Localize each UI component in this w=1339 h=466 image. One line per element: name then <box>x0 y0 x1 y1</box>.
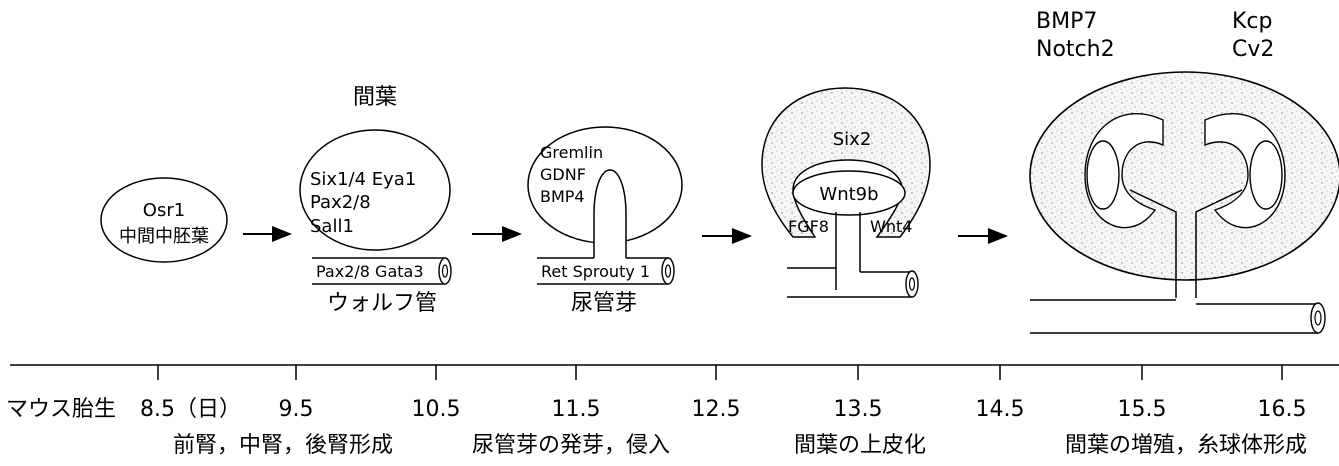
wolffian-duct-label: ウォルフ管 <box>327 291 437 316</box>
tick-label-9-5: 9.5 <box>279 397 314 422</box>
cv2-label: Cv2 <box>1232 37 1274 62</box>
bmp7-label: BMP7 <box>1036 9 1097 34</box>
gdnf-label: GDNF <box>540 165 586 184</box>
gremlin-label: Gremlin <box>540 143 603 162</box>
ureteric-bud-shape <box>593 169 627 258</box>
stage-wolffian-duct: 間葉 Six1/4 Eya1 Pax2/8 Sall1 Pax2/8 Gata3… <box>299 85 452 316</box>
ret-sprouty-genes: Ret Sprouty 1 <box>541 262 650 281</box>
wolffian-duct-tube <box>312 257 452 285</box>
tick-label-13-5: 13.5 <box>834 397 883 422</box>
phase-label-nephros-formation: 前腎，中腎，後腎形成 <box>173 433 393 458</box>
ureteric-bud-tube <box>537 257 675 285</box>
branching-bud <box>835 212 861 290</box>
kcp-label: Kcp <box>1232 9 1273 34</box>
phase-label-epithelialization: 間葉の上皮化 <box>794 433 926 458</box>
sall-genes: Sall1 <box>310 216 354 237</box>
wnt9b-label: Wnt9b <box>819 184 878 205</box>
tick-label-15-5: 15.5 <box>1118 397 1167 422</box>
timeline: マウス胎生 8.5（日） 9.5 10.5 11.5 12.5 13.5 14.… <box>6 364 1339 458</box>
lower-right-loop <box>1249 140 1283 210</box>
osr1-label: Osr1 <box>143 200 185 221</box>
mouse-embryo-label: マウス胎生 <box>6 397 116 422</box>
stage-glomerulus-formation: BMP7 Notch2 Kcp Cv2 <box>1029 9 1339 334</box>
fgf8-label: FGF8 <box>788 217 829 236</box>
mesoderm-ellipse <box>100 177 228 263</box>
pax-gata-genes: Pax2/8 Gata3 <box>316 262 424 281</box>
stage-ureteric-bud: Gremlin GDNF BMP4 Ret Sprouty 1 尿管芽 <box>527 126 683 316</box>
stage-epithelialization: Six2 Wnt9b FGF8 Wnt4 <box>761 87 931 298</box>
six2-label: Six2 <box>833 129 872 150</box>
tick-label-10-5: 10.5 <box>412 397 461 422</box>
ureteric-bud-label: 尿管芽 <box>571 291 637 316</box>
bmp4-label: BMP4 <box>540 187 585 206</box>
renal-vesicle-ellipse <box>792 170 906 216</box>
stage5-tube <box>1030 299 1326 334</box>
notch2-label: Notch2 <box>1036 37 1115 62</box>
stage-intermediate-mesoderm: Osr1 中間中胚葉 <box>100 177 228 263</box>
wnt4-label: Wnt4 <box>870 217 912 236</box>
kidney-ellipse <box>1029 71 1339 281</box>
phase-label-glomerulus-formation: 間葉の増殖，糸球体形成 <box>1065 433 1307 458</box>
tick-label-16-5: 16.5 <box>1258 397 1307 422</box>
mesenchyme-ellipse <box>299 129 451 251</box>
phase-label-bud-invasion: 尿管芽の発芽，侵入 <box>472 433 670 458</box>
branched-duct <box>1129 189 1243 298</box>
tick-label-14-5: 14.5 <box>976 397 1025 422</box>
cap-mesenchyme <box>761 87 931 238</box>
tick-label-11-5: 11.5 <box>552 397 601 422</box>
mesenchyme-title: 間葉 <box>353 85 397 110</box>
stage4-tube <box>787 267 919 298</box>
tick-label-8-5: 8.5（日） <box>140 397 241 422</box>
timeline-ticks <box>157 365 1283 380</box>
tick-label-12-5: 12.5 <box>692 397 741 422</box>
six-eya-genes: Six1/4 Eya1 <box>310 169 416 190</box>
intermediate-mesoderm-label: 中間中胚葉 <box>119 226 209 247</box>
lower-left-loop <box>1086 140 1120 210</box>
pax-genes: Pax2/8 <box>310 192 371 213</box>
